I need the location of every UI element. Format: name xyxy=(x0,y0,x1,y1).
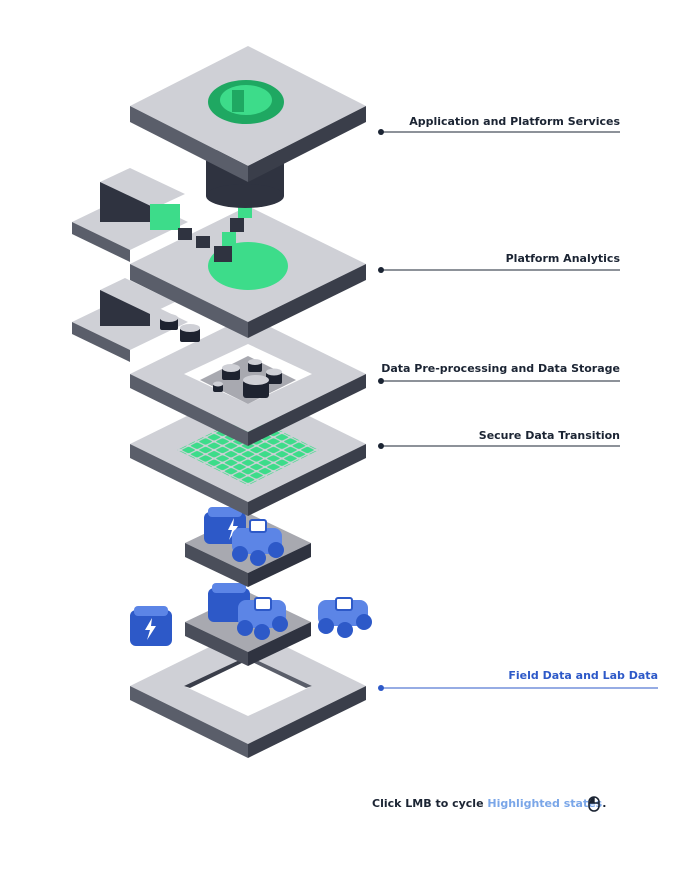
side-server-upper xyxy=(72,168,232,262)
label-application-services[interactable]: Application and Platform Services xyxy=(409,115,620,128)
label-field-lab-data[interactable]: Field Data and Lab Data xyxy=(508,669,658,682)
hint-highlight: Highlighted states xyxy=(487,797,603,810)
label-leaders xyxy=(378,129,658,691)
label-platform-analytics[interactable]: Platform Analytics xyxy=(505,252,620,265)
side-server-lower xyxy=(72,278,200,362)
mouse-icon xyxy=(588,796,600,812)
application-layer[interactable] xyxy=(130,46,366,208)
label-secure-transition[interactable]: Secure Data Transition xyxy=(478,429,620,442)
storage-layer[interactable] xyxy=(130,316,366,446)
hint-prefix: Click LMB to cycle xyxy=(372,797,488,810)
device-icons-upper xyxy=(204,507,284,566)
label-data-preprocessing[interactable]: Data Pre-processing and Data Storage xyxy=(381,362,620,375)
interaction-hint: Click LMB to cycle Highlighted states. xyxy=(372,797,606,810)
hint-suffix: . xyxy=(602,797,607,810)
field-data-layer[interactable] xyxy=(130,628,366,758)
device-icons-lower xyxy=(130,583,372,646)
